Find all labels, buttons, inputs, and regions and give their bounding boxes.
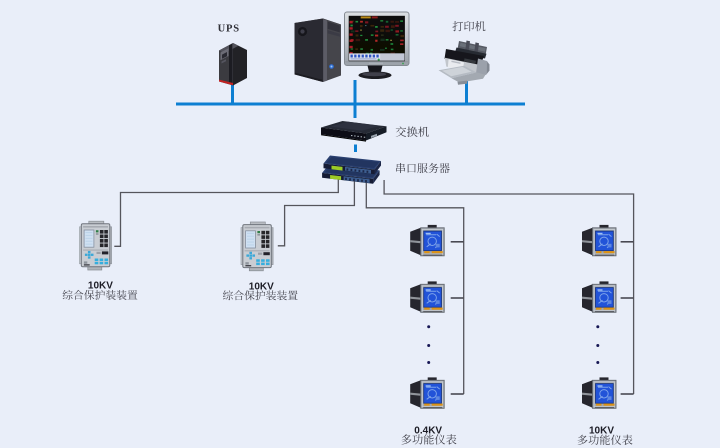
svg-text:10KV: 10KV [88,281,113,292]
svg-text:UPS: UPS [218,24,240,35]
svg-text:0.4KV: 0.4KV [414,426,442,437]
svg-text:10KV: 10KV [249,281,274,292]
svg-text:10KV: 10KV [589,426,614,437]
